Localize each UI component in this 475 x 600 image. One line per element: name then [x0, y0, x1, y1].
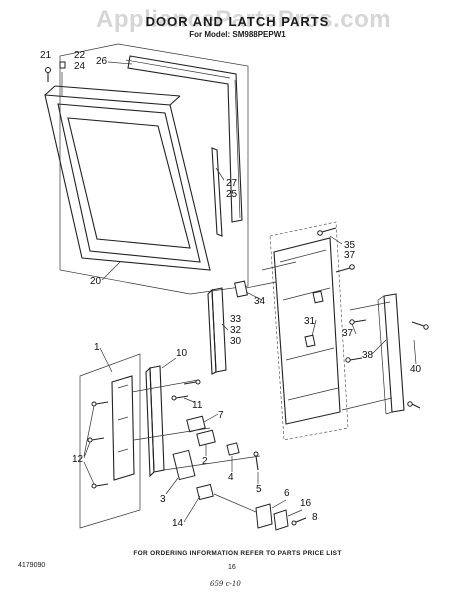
callout-33: 33: [230, 314, 242, 325]
callout-7: 7: [218, 410, 224, 421]
door-frame: [44, 94, 211, 271]
callout-34: 34: [254, 296, 266, 307]
callout-10: 10: [176, 348, 188, 359]
page-title: DOOR AND LATCH PARTS: [145, 14, 330, 29]
callout-30: 30: [230, 336, 242, 347]
screw-21: [45, 67, 51, 82]
callout-31: 31: [304, 316, 316, 327]
screw-11: [171, 379, 201, 401]
screw-8: [291, 517, 307, 526]
callout-16: 16: [300, 498, 312, 509]
screw-35: [317, 227, 337, 236]
door-seal: [211, 147, 223, 237]
actuator-6: [255, 503, 273, 529]
document-number: 4179090: [18, 562, 46, 569]
interlock-bracket: [111, 375, 135, 481]
ordering-note: FOR ORDERING INFORMATION REFER TO PARTS …: [133, 550, 342, 557]
latch-frame-plane: [269, 221, 349, 441]
callout-26: 26: [96, 56, 108, 67]
callout-35: 35: [344, 240, 356, 251]
leader-lines: [83, 61, 417, 523]
callout-8: 8: [312, 512, 318, 523]
callout-37-lower: 37: [342, 328, 354, 339]
callout-25: 25: [226, 189, 238, 200]
callouts: 21 22 24 26 27 25 20 35 37 34 31 33 32 3…: [40, 50, 422, 529]
callout-32: 32: [230, 325, 242, 336]
latch-block-34: [234, 280, 248, 298]
callout-21: 21: [40, 50, 52, 61]
door-frame-inner: [57, 103, 201, 263]
callout-2: 2: [202, 456, 208, 467]
callout-22: 22: [74, 50, 86, 61]
switch-3: [172, 449, 196, 481]
spring-16: [273, 509, 289, 531]
door-window: [67, 117, 191, 249]
handwritten-note: 659 c-10: [210, 580, 241, 588]
part-4: [226, 442, 240, 456]
callout-14: 14: [172, 518, 184, 529]
door-choke: [127, 55, 243, 223]
callout-38: 38: [362, 350, 374, 361]
callout-20: 20: [90, 276, 102, 287]
switch-2: [196, 429, 216, 447]
page-number: 16: [228, 564, 236, 571]
interlock-plane: [79, 353, 141, 529]
callout-27: 27: [226, 178, 238, 189]
switch-14: [196, 483, 214, 501]
screw-37-upper: [335, 264, 355, 273]
watermark: AppliancePartsPros.com: [96, 6, 392, 33]
callout-24: 24: [74, 61, 86, 72]
callout-11: 11: [192, 400, 203, 411]
callout-1: 1: [94, 342, 100, 353]
door-group-plane: [59, 43, 249, 295]
latch-frame: [273, 237, 341, 425]
callout-6: 6: [284, 488, 290, 499]
callout-4: 4: [228, 472, 234, 483]
model-label: For Model: SM988PEPW1: [189, 30, 286, 39]
clip-22: [59, 61, 66, 69]
callout-12: 12: [72, 454, 84, 465]
screw-40: [407, 321, 429, 409]
clip-31: [304, 334, 316, 348]
screws-12: [87, 401, 109, 489]
callout-5: 5: [256, 484, 262, 495]
callout-40: 40: [410, 364, 422, 375]
screw-5: [253, 451, 259, 471]
latch-bracket-38: [383, 293, 405, 413]
callout-3: 3: [160, 494, 166, 505]
callout-37: 37: [344, 250, 356, 261]
